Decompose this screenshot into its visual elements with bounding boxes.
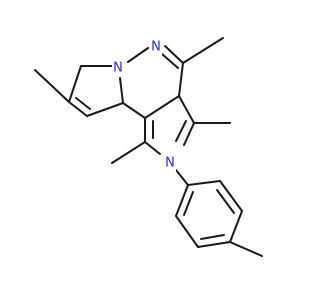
bond-ring5-2: [183, 122, 195, 146]
bond-aryl-5: [175, 215, 199, 248]
bond-ring6-5: [122, 102, 146, 119]
molecule-structure: N N N: [34, 37, 263, 257]
bond-ring5-1: [178, 95, 195, 124]
bond-pyrrole-4: [86, 102, 124, 117]
bond-pyrrole-3b: [75, 97, 91, 110]
bond-aryl-3: [229, 210, 243, 243]
bond-aryl-2b: [216, 189, 235, 214]
atom-n2-bg: [150, 39, 162, 55]
bond-n-aryl: [175, 169, 189, 186]
bond-aryl-4b: [200, 234, 225, 240]
bond-aryl-6: [175, 184, 189, 217]
bond-pyrrole-3: [68, 101, 88, 117]
bond-ring6-3: [178, 62, 184, 97]
bond-ring5-methyl-left: [111, 141, 146, 164]
bond-ring6-2b: [161, 53, 179, 69]
atom-n1: N: [113, 61, 123, 76]
bond-aryl-4: [197, 241, 231, 248]
bond-ring6-2: [164, 45, 184, 64]
bond-ring5-2b: [175, 120, 187, 142]
bond-aryl-methyl: [229, 241, 263, 257]
bond-pyrrole-2: [68, 65, 82, 103]
bond-aryl-6b: [183, 191, 194, 216]
bond-aryl-1: [187, 180, 221, 186]
bond-ring6-methyl: [182, 37, 224, 64]
molecule-canvas: N N N: [34, 37, 263, 257]
atom-n1-bg: [112, 60, 124, 76]
atom-n2: N: [151, 40, 161, 55]
atom-n3: N: [165, 156, 175, 171]
bond-ring6-4: [144, 95, 180, 119]
bond-pyrrole-methyl: [34, 69, 70, 103]
atom-n3-bg: [164, 155, 176, 171]
bond-aryl-2: [219, 180, 243, 212]
bond-ring6-1: [127, 47, 149, 63]
bond-ring5-3: [144, 141, 161, 155]
bond-pyrrole-5: [119, 77, 124, 104]
